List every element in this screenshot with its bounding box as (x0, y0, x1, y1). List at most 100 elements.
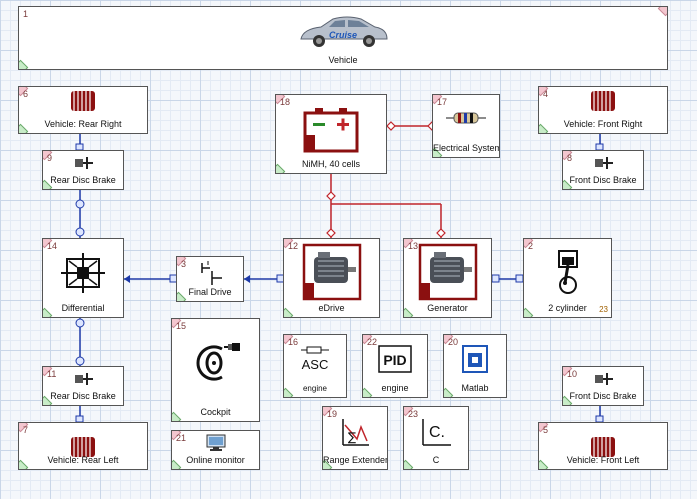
block-c-code[interactable]: 23 C. C (403, 406, 469, 470)
block-vehicle-rear-left[interactable]: 7 Vehicle: Rear Left (18, 422, 148, 470)
pid-text: PID (383, 352, 406, 368)
electric-motor-icon (302, 243, 361, 301)
car-brand-text: Cruise (329, 30, 357, 40)
block-label: Generator (427, 303, 468, 313)
block-number: 1 (23, 9, 29, 19)
differential-icon (61, 253, 105, 293)
block-anti-slip-control[interactable]: 16 ASC engine (283, 334, 347, 398)
block-online-monitor[interactable]: 21 Online monitor (171, 430, 260, 470)
block-vehicle-front-right[interactable]: 4 Vehicle: Front Right (538, 86, 668, 134)
disc-brake-icon (75, 373, 93, 385)
block-number: 2 (528, 241, 534, 251)
car-icon: Cruise (300, 16, 388, 47)
range-extender-icon: ∑ (342, 419, 369, 446)
block-label: engine (302, 384, 328, 393)
block-number: 22 (367, 337, 378, 347)
block-label: Electrical System (433, 143, 499, 153)
block-label: Vehicle: Rear Right (44, 119, 122, 129)
matlab-icon (462, 345, 488, 373)
block-number: 20 (448, 337, 459, 347)
block-label: Rear Disc Brake (50, 175, 116, 185)
block-number: 13 (408, 241, 419, 251)
resistor-icon (446, 112, 486, 124)
block-electrical-system[interactable]: 17 Electrical System (432, 94, 500, 158)
block-combustion-engine[interactable]: 2 2 cylinder 23 (523, 238, 612, 318)
block-number: 6 (23, 89, 29, 99)
block-number: 15 (176, 321, 187, 331)
block-generator[interactable]: 13 Generator (403, 238, 492, 318)
wheel-icon (591, 437, 615, 457)
svg-text:∑: ∑ (348, 430, 356, 444)
block-front-disc-brake-10[interactable]: 10 Front Disc Brake (562, 366, 644, 406)
block-number: 18 (280, 97, 291, 107)
block-cockpit[interactable]: 15 Cockpit (171, 318, 260, 422)
block-label: Vehicle: Rear Left (47, 455, 119, 465)
block-label: NiMH, 40 cells (301, 159, 360, 169)
block-label: Range Extender (323, 455, 387, 465)
block-vehicle-rear-right[interactable]: 6 Vehicle: Rear Right (18, 86, 148, 134)
block-rear-disc-brake-11[interactable]: 11 Rear Disc Brake (42, 366, 124, 406)
disc-brake-icon (595, 157, 613, 169)
block-number: 17 (437, 97, 448, 107)
block-differential[interactable]: 14 Differential (42, 238, 124, 318)
disc-brake-icon (595, 373, 613, 385)
disc-brake-icon (75, 157, 93, 169)
block-flag (657, 7, 667, 17)
block-range-extender[interactable]: 19 ∑ Range Extender (322, 406, 388, 470)
block-number: 11 (47, 369, 57, 379)
block-number: 9 (47, 153, 53, 163)
block-number: 21 (176, 433, 187, 443)
gear-pair-icon (201, 261, 222, 285)
block-number: 14 (47, 241, 58, 251)
c-text: C. (429, 424, 445, 441)
block-label: Front Disc Brake (569, 391, 637, 401)
block-vehicle[interactable]: 1 Cruise Vehicle (18, 6, 668, 70)
generator-icon (418, 243, 477, 301)
block-number: 19 (327, 409, 338, 419)
block-number: 4 (543, 89, 549, 99)
block-label: Cockpit (200, 407, 231, 417)
wheel-icon (591, 91, 615, 111)
block-label: C (432, 455, 440, 465)
block-label: Front Disc Brake (569, 175, 637, 185)
block-label: 2 cylinder (548, 303, 587, 313)
block-number: 5 (543, 425, 549, 435)
cylinder-badge: 23 (599, 305, 608, 314)
block-front-disc-brake-8[interactable]: 8 Front Disc Brake (562, 150, 644, 190)
c-code-icon: C. (422, 419, 451, 446)
block-matlab[interactable]: 20 Matlab (443, 334, 507, 398)
block-number: 10 (567, 369, 578, 379)
block-label: Final Drive (188, 287, 232, 297)
block-pid-engine[interactable]: 22 PID engine (362, 334, 428, 398)
block-battery[interactable]: 18 NiMH, 40 cells (275, 94, 387, 174)
asc-icon: ASC (301, 346, 329, 372)
block-vehicle-front-left[interactable]: 5 Vehicle: Front Left (538, 422, 668, 470)
block-number: 8 (567, 153, 573, 163)
block-number: 7 (23, 425, 29, 435)
piston-icon (557, 250, 578, 294)
block-number: 12 (288, 241, 299, 251)
block-label: Matlab (461, 383, 489, 393)
wheel-icon (71, 437, 95, 457)
block-edrive[interactable]: 12 eDrive (283, 238, 380, 318)
block-number: 23 (408, 409, 419, 419)
block-rear-disc-brake-9[interactable]: 9 Rear Disc Brake (42, 150, 124, 190)
block-number: 16 (288, 337, 299, 347)
block-label: Online monitor (186, 455, 245, 465)
block-label: engine (381, 383, 409, 393)
block-label: Vehicle (328, 55, 358, 65)
battery-icon (303, 108, 359, 153)
block-label: Vehicle: Front Right (563, 119, 643, 129)
block-final-drive[interactable]: 3 Final Drive (176, 256, 244, 302)
block-label: eDrive (318, 303, 345, 313)
block-label: Differential (61, 303, 105, 313)
block-label: Rear Disc Brake (50, 391, 116, 401)
asc-text: ASC (302, 357, 329, 372)
block-number: 3 (181, 259, 187, 269)
steering-wheel-icon (195, 343, 240, 381)
block-label: Vehicle: Front Left (566, 455, 640, 465)
wheel-icon (71, 91, 95, 111)
monitor-icon (206, 434, 225, 451)
pid-icon: PID (378, 345, 412, 373)
